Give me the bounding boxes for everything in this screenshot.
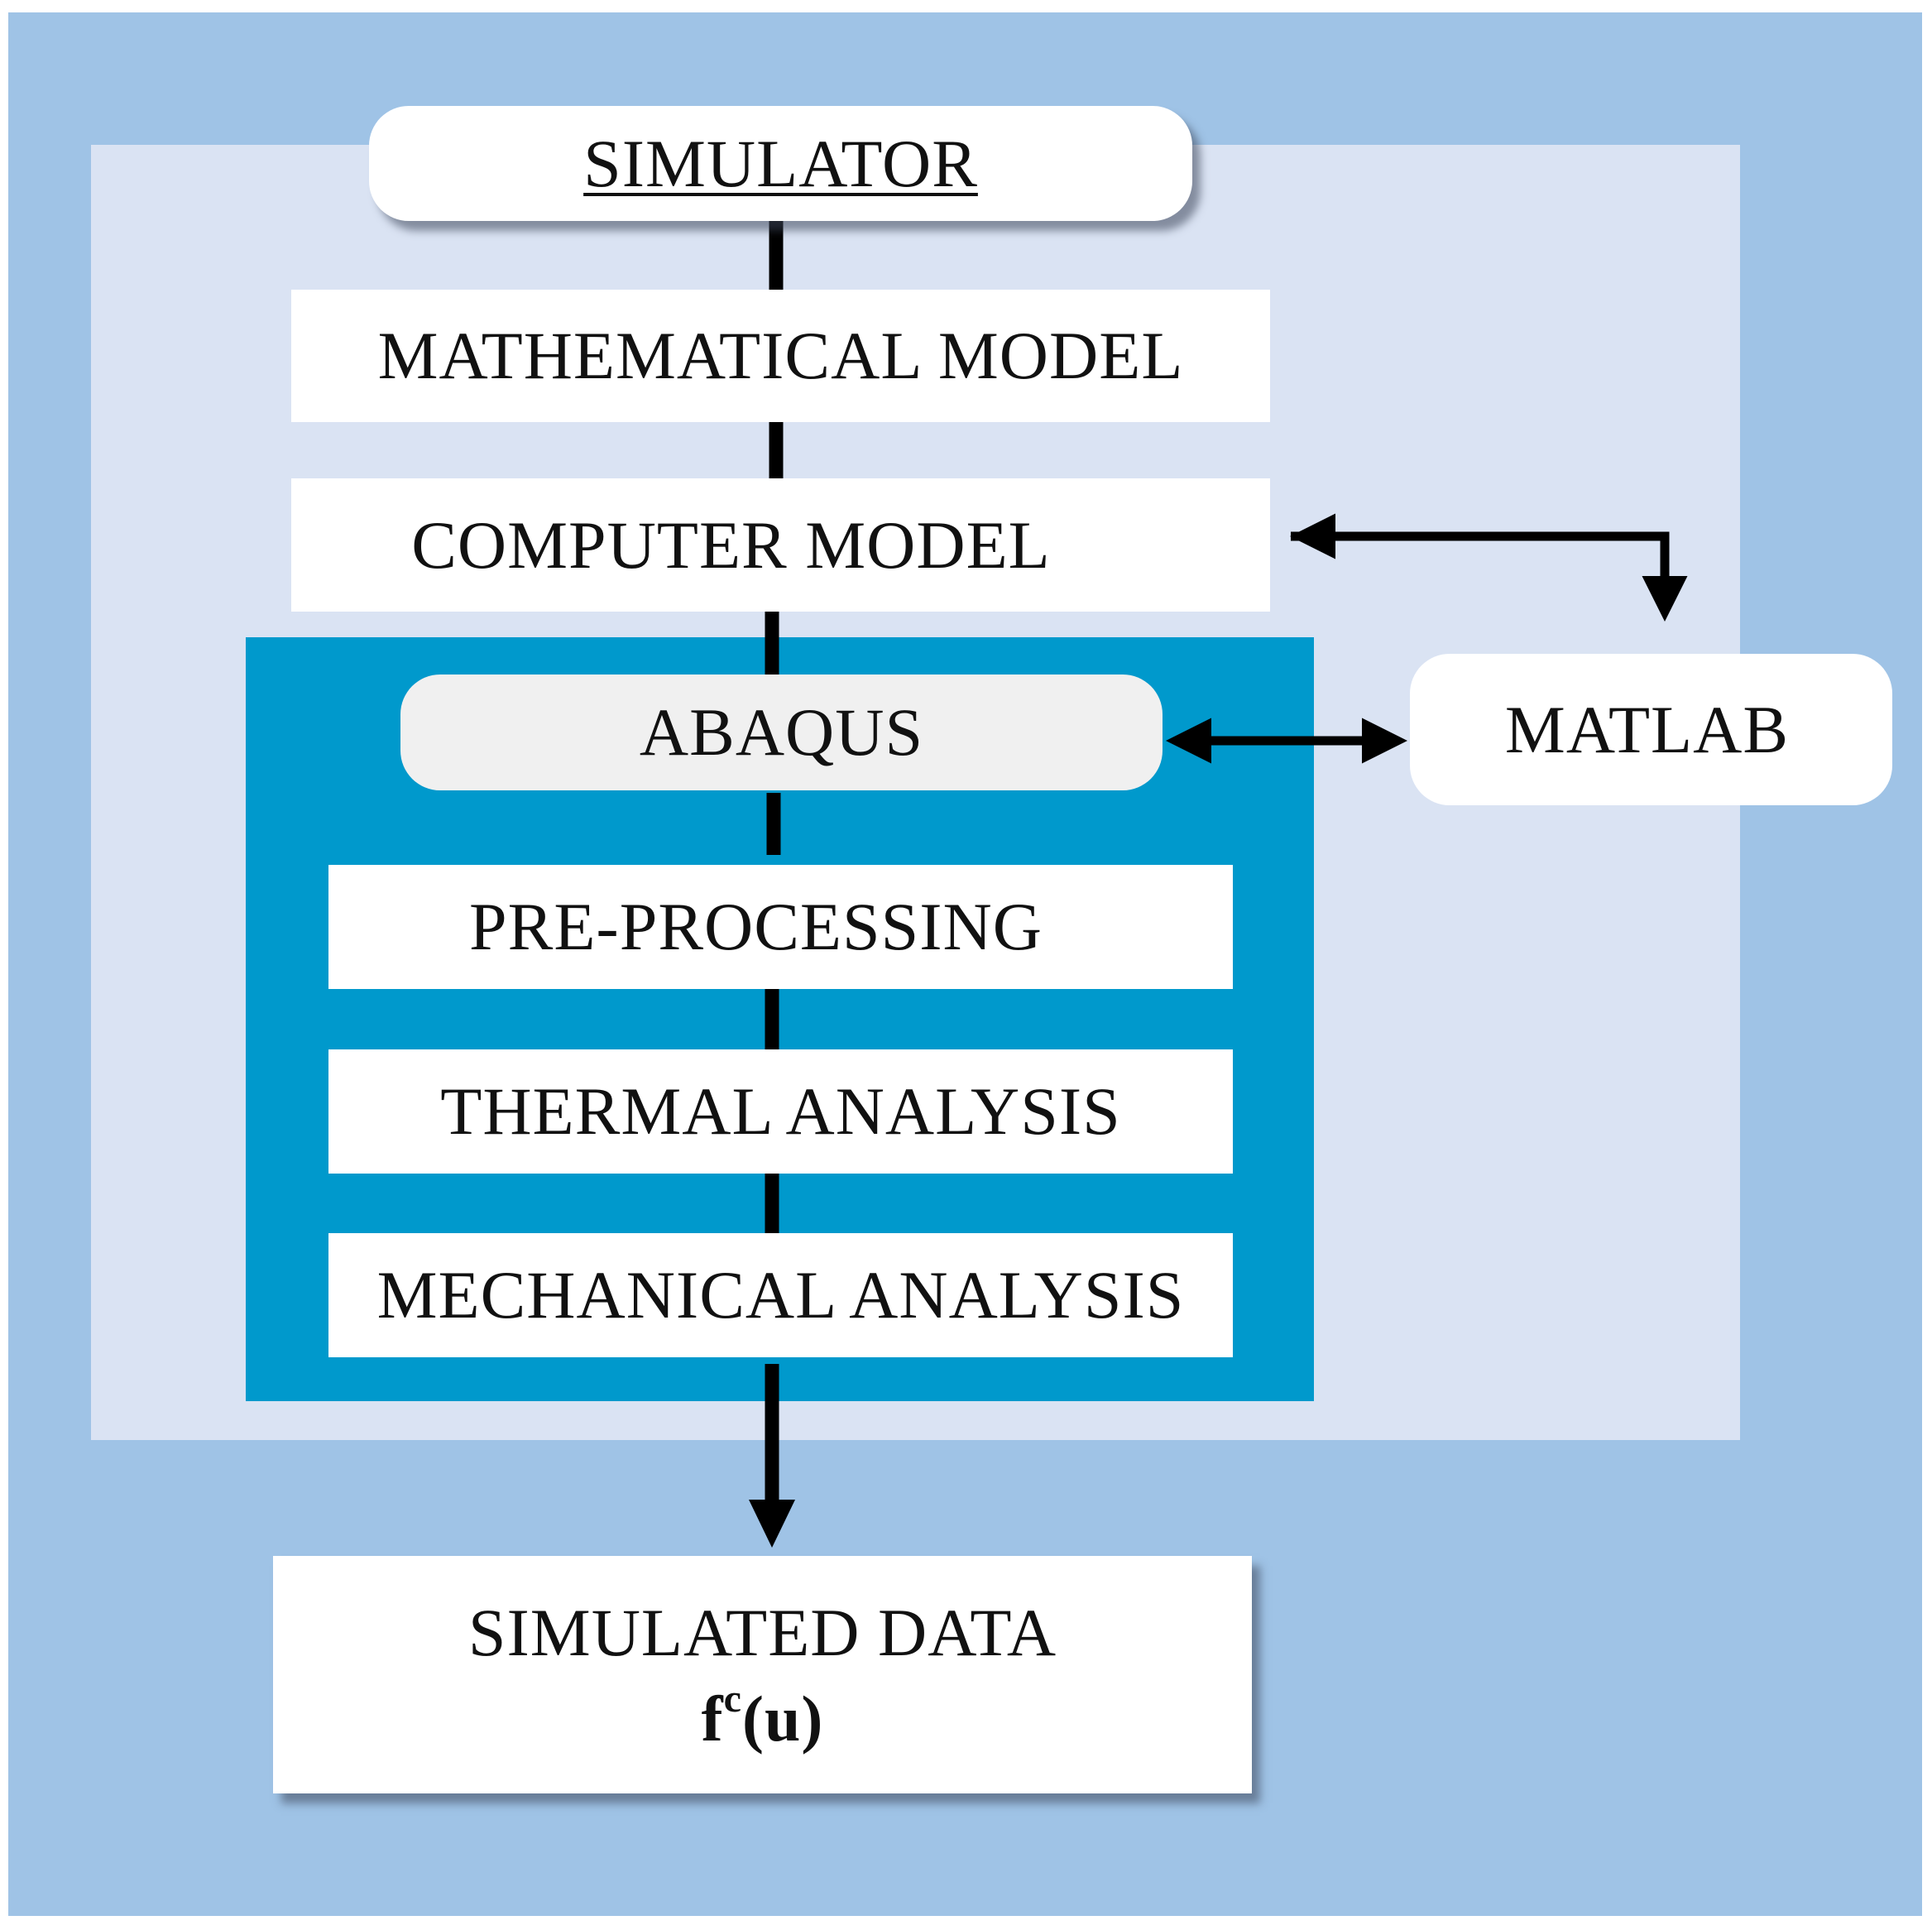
thermal-analysis-box: THERMAL ANALYSIS [328, 1049, 1233, 1174]
computer-model-box: COMPUTER MODEL [291, 478, 1270, 612]
matlab-label: MATLAB [1504, 691, 1790, 767]
pre-processing-label: PRE-PROCESSING [469, 889, 1043, 964]
simulated-data-box: SIMULATED DATA fc(u) [273, 1556, 1252, 1793]
simulator-title: SIMULATOR [583, 125, 978, 201]
mechanical-analysis-label: MECHANICAL ANALYSIS [376, 1257, 1185, 1332]
mathematical-model-box: MATHEMATICAL MODEL [291, 290, 1270, 422]
abaqus-label: ABAQUS [639, 694, 924, 770]
computer-model-label: COMPUTER MODEL [411, 507, 1051, 583]
formula-base: f [701, 1683, 724, 1755]
mechanical-analysis-box: MECHANICAL ANALYSIS [328, 1233, 1233, 1357]
simulated-data-formula: fc(u) [702, 1677, 824, 1760]
pre-processing-box: PRE-PROCESSING [328, 865, 1233, 989]
thermal-analysis-label: THERMAL ANALYSIS [440, 1073, 1121, 1149]
formula-argument: (u) [741, 1683, 824, 1755]
simulated-data-label: SIMULATED DATA [467, 1594, 1057, 1670]
abaqus-box: ABAQUS [400, 675, 1163, 790]
matlab-box: MATLAB [1410, 654, 1892, 805]
formula-superscript: c [723, 1677, 742, 1721]
mathematical-model-label: MATHEMATICAL MODEL [377, 318, 1184, 393]
simulator-box: SIMULATOR [369, 106, 1192, 221]
